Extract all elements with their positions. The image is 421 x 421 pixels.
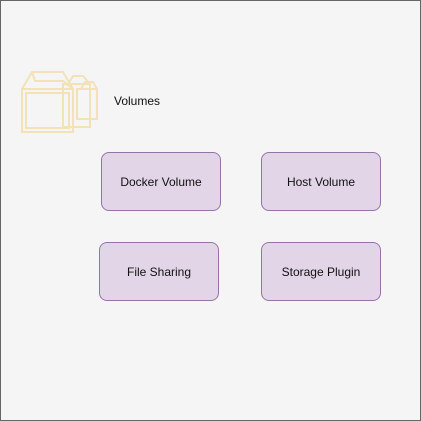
storage-plugin-node[interactable]: Storage Plugin [261,242,381,301]
volumes-label: Volumes [114,94,161,108]
volumes-icon [21,71,98,133]
host-volume-node[interactable]: Host Volume [261,152,381,211]
docker-volume-node[interactable]: Docker Volume [101,152,221,211]
file-sharing-node[interactable]: File Sharing [99,242,219,301]
